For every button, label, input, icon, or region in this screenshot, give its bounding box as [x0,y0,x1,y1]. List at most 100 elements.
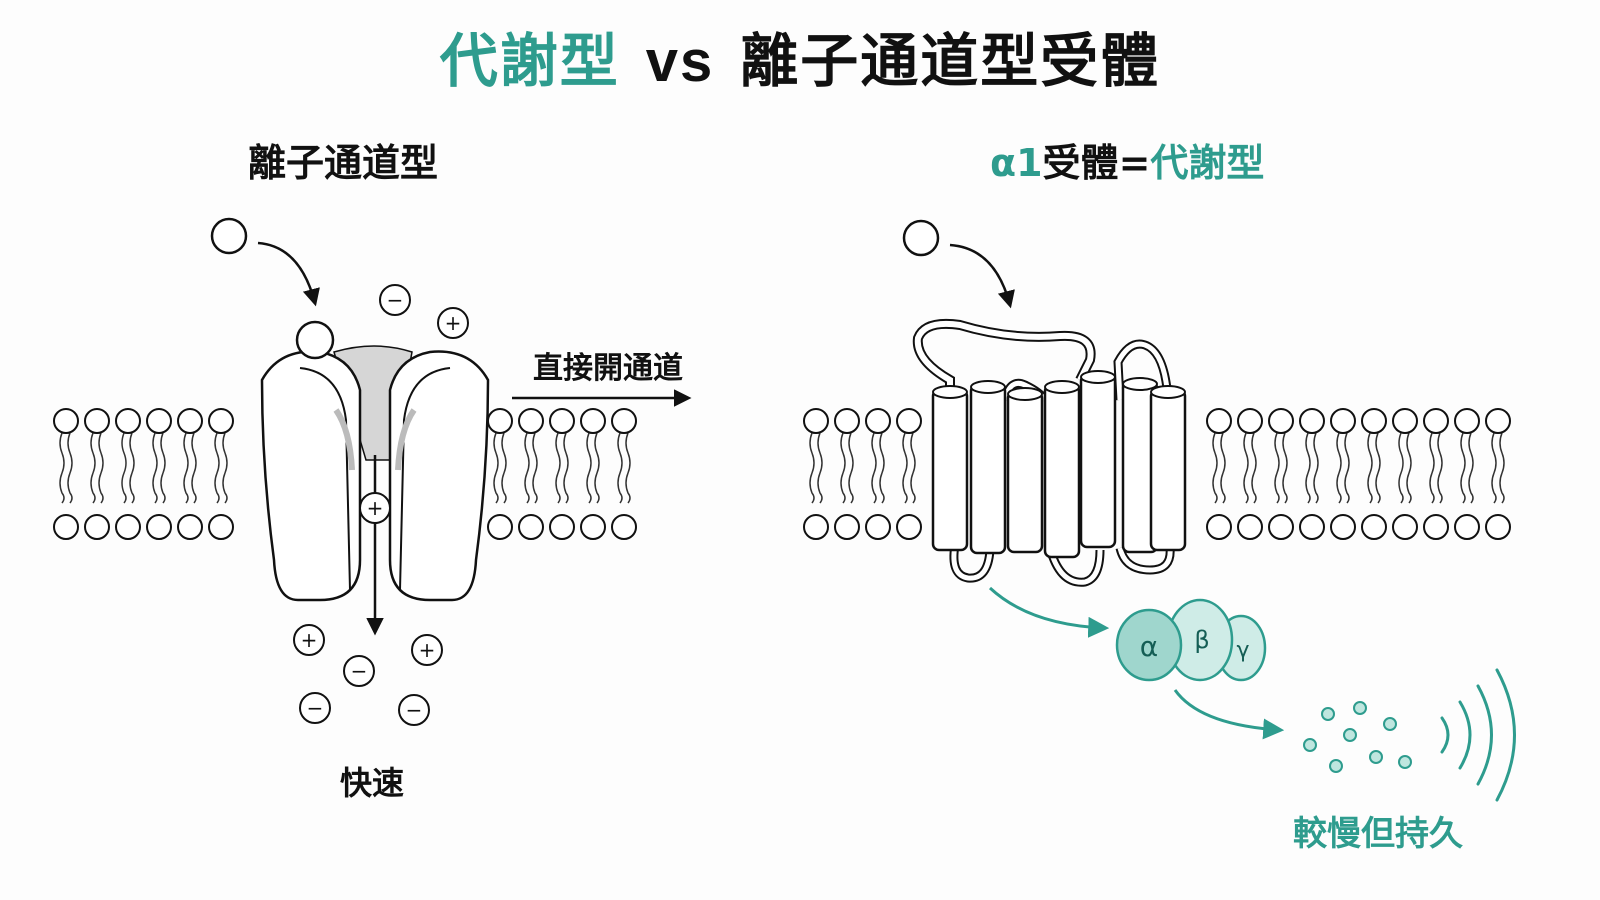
lipid-head [611,514,637,540]
lipid-head [1454,514,1480,540]
lipid-head [115,514,141,540]
lipid-tail [910,432,916,504]
lipid-head [208,514,234,540]
lipid-head [834,408,860,434]
lipid-head [865,408,891,434]
svg-text:−: − [387,288,404,312]
lipid-tail [493,432,499,504]
lipid-head [1485,514,1511,540]
gpcr-receptor [912,318,1187,587]
lipid-tail [879,432,885,504]
lipid-tail [1305,432,1311,504]
lipid-head [53,408,79,434]
lipid-tail [1282,432,1288,504]
lipid-head [1330,514,1356,540]
lipid-tail [1367,432,1373,504]
lipid-head [549,514,575,540]
lipid-tail [594,432,600,504]
messenger-dot [1303,738,1317,752]
lipid-tail [1313,432,1319,504]
lipid-head [580,408,606,434]
svg-text:+: + [367,496,384,520]
lipid-tail [1406,432,1412,504]
lipid-tail [1491,432,1497,504]
cation-icon: + [359,492,391,524]
cation-icon: + [437,307,469,339]
lipid-tail [617,432,623,504]
lipid-head [177,514,203,540]
right-membrane-tails [809,432,1505,504]
messenger-dot [1321,707,1335,721]
messenger-dot [1369,750,1383,764]
signal-arrow-1 [988,586,1110,638]
receptor-label: 受體 [1042,141,1119,185]
lipid-tail [129,432,135,504]
svg-text:−: − [351,659,368,683]
lipid-head [487,408,513,434]
lipid-head [896,514,922,540]
messenger-dot [1329,759,1343,773]
gpcr-helix [931,385,969,552]
lipid-head [1237,408,1263,434]
lipid-tail [1243,432,1249,504]
messenger-dot [1353,701,1367,715]
lipid-head [1392,408,1418,434]
lipid-tail [1344,432,1350,504]
lipid-head [1392,514,1418,540]
title-ionotropic: 離子通道型受體 [740,27,1161,95]
second-messengers [1303,701,1412,773]
lipid-head [580,514,606,540]
signal-arrow-2 [1173,689,1285,740]
lipid-tail [1460,432,1466,504]
lipid-head [549,408,575,434]
left-membrane-heads [53,408,637,540]
lipid-tail [1375,432,1381,504]
lipid-tail [90,432,96,504]
lipid-head [803,408,829,434]
lipid-head [1268,514,1294,540]
lipid-head [896,408,922,434]
lipid-head [518,408,544,434]
lipid-head [208,408,234,434]
lipid-tail [840,432,846,504]
lipid-tail [586,432,592,504]
lipid-tail [532,432,538,504]
ligand-right [902,219,1015,309]
lipid-tail [902,432,908,504]
anion-icon: − [299,692,331,724]
g-gamma-label: γ [1236,638,1249,663]
lipid-head [834,514,860,540]
lipid-head [146,408,172,434]
lipid-tail [121,432,127,504]
messenger-dot [1398,755,1412,769]
lipid-head [1485,408,1511,434]
svg-text:+: + [301,628,318,652]
lipid-tail [59,432,65,504]
fast-label: 快速 [340,764,405,802]
lipid-tail [1251,432,1257,504]
lipid-head [1423,408,1449,434]
signal-waves [1440,668,1516,802]
lipid-tail [501,432,507,504]
lipid-tail [1336,432,1342,504]
g-alpha-subunit [1115,608,1183,682]
lipid-tail [1468,432,1474,504]
messenger-dot [1383,717,1397,731]
anion-icon: − [379,284,411,316]
equals-sign: = [1118,141,1151,185]
lipid-tail [67,432,73,504]
lipid-tail [152,432,158,504]
lipid-tail [1499,432,1505,504]
ligand-left [210,217,320,307]
anion-icon: − [398,694,430,726]
lipid-tail [563,432,569,504]
slow-lasting-label: 較慢但持久 [1293,814,1463,854]
lipid-head [115,408,141,434]
lipid-head [1299,408,1325,434]
lipid-tail [555,432,561,504]
lipid-tail [1212,432,1218,504]
metabotropic-label: 代謝型 [1150,141,1265,185]
lipid-head [146,514,172,540]
lipid-head [803,514,829,540]
